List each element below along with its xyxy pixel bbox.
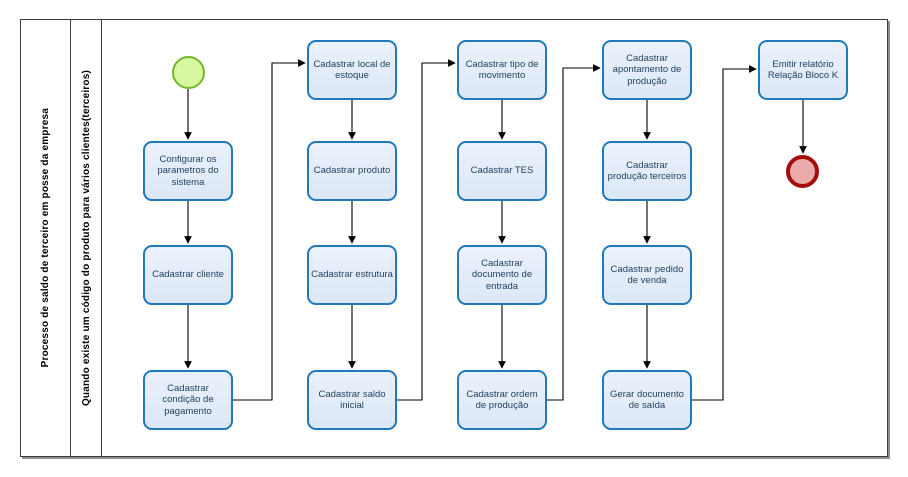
task-cadastrar-ordem-producao[interactable]: Cadastrar ordem de produção	[457, 370, 547, 430]
task-gerar-documento-saida[interactable]: Gerar documento de saída	[602, 370, 692, 430]
task-configurar-parametros[interactable]: Configurar os parametros do sistema	[143, 141, 233, 201]
task-label: Cadastrar pedido de venda	[610, 263, 684, 286]
end-event[interactable]	[786, 155, 819, 188]
task-cadastrar-tipo-movimento[interactable]: Cadastrar tipo de movimento	[457, 40, 547, 100]
task-emitir-relatorio-bloco-k[interactable]: Emitir relatório Relação Bloco K	[758, 40, 848, 100]
task-label: Cadastrar saldo inicial	[318, 388, 386, 411]
start-event[interactable]	[172, 56, 205, 89]
flow-t15-t16	[692, 65, 757, 401]
task-cadastrar-produto[interactable]: Cadastrar produto	[307, 141, 397, 201]
task-cadastrar-estrutura[interactable]: Cadastrar estrutura	[307, 245, 397, 305]
task-label: Configurar os parametros do sistema	[157, 153, 219, 188]
task-label: Gerar documento de saída	[610, 388, 684, 411]
task-label: Cadastrar documento de entrada	[471, 257, 533, 292]
flow-t3-t4	[233, 59, 306, 401]
task-cadastrar-condicao-pagamento[interactable]: Cadastrar condição de pagamento	[143, 370, 233, 430]
task-label: Cadastrar apontamento de produção	[612, 52, 682, 87]
task-label: Emitir relatório Relação Bloco K	[767, 58, 839, 81]
task-label: Cadastrar produto	[313, 165, 391, 177]
task-cadastrar-saldo-inicial[interactable]: Cadastrar saldo inicial	[307, 370, 397, 430]
task-label: Cadastrar TES	[470, 165, 534, 177]
flow-t11-t12	[547, 64, 601, 401]
task-cadastrar-apontamento-producao[interactable]: Cadastrar apontamento de produção	[602, 40, 692, 100]
task-label: Cadastrar local de estoque	[313, 58, 391, 81]
task-cadastrar-cliente[interactable]: Cadastrar cliente	[143, 245, 233, 305]
lane-header: Quando existe um código do produto para …	[71, 20, 102, 456]
task-cadastrar-producao-terceiros[interactable]: Cadastrar produção terceiros	[602, 141, 692, 201]
task-label: Cadastrar estrutura	[311, 269, 393, 281]
task-label: Cadastrar condição de pagamento	[162, 382, 214, 417]
task-cadastrar-tes[interactable]: Cadastrar TES	[457, 141, 547, 201]
task-cadastrar-documento-entrada[interactable]: Cadastrar documento de entrada	[457, 245, 547, 305]
task-cadastrar-local-estoque[interactable]: Cadastrar local de estoque	[307, 40, 397, 100]
pool-header: Processo de saldo de terceiro em posse d…	[21, 20, 71, 456]
flow-t7-t8	[397, 59, 456, 401]
task-label: Cadastrar ordem de produção	[466, 388, 538, 411]
task-label: Cadastrar produção terceiros	[607, 159, 687, 182]
task-label: Cadastrar cliente	[152, 269, 224, 281]
task-label: Cadastrar tipo de movimento	[465, 58, 539, 81]
task-cadastrar-pedido-venda[interactable]: Cadastrar pedido de venda	[602, 245, 692, 305]
